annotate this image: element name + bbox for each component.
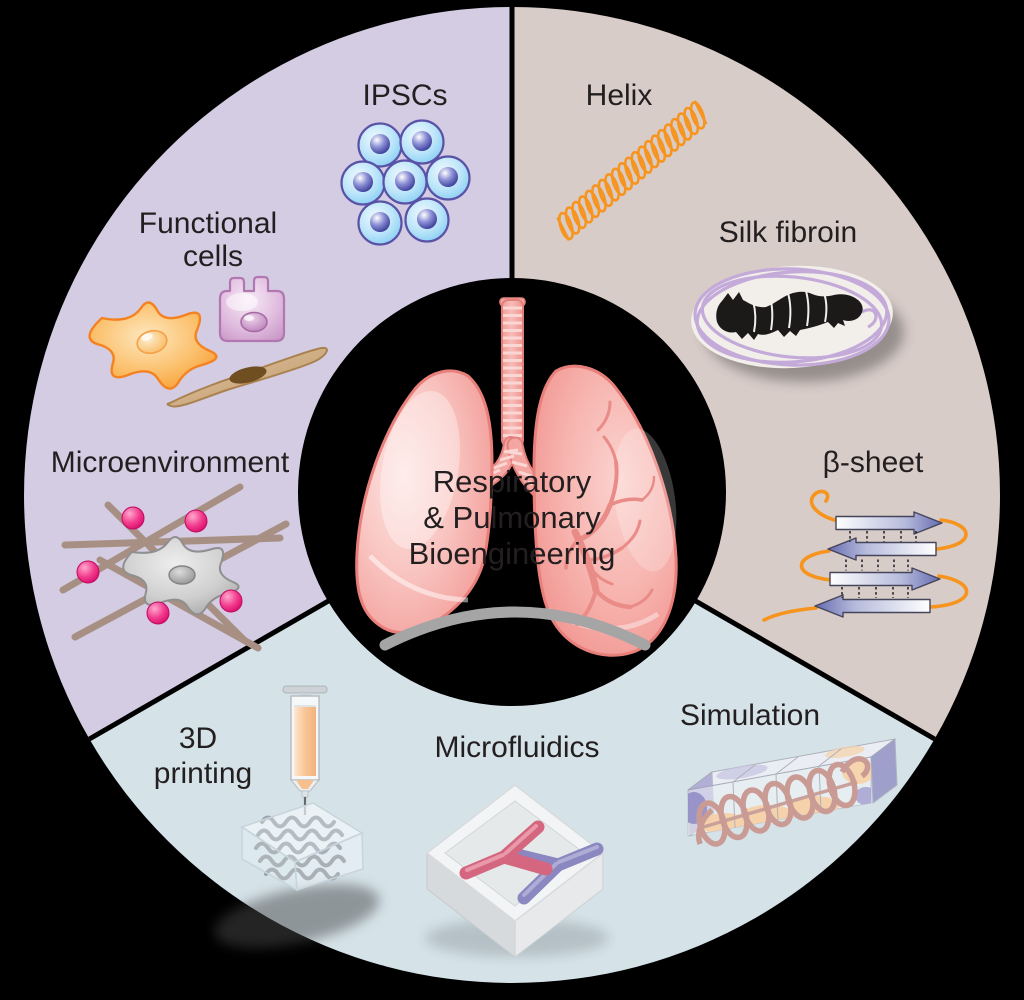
diaphragm-arc [379,606,651,651]
printing-label-line1: 3D [179,722,217,755]
mixer-coil [695,756,871,847]
silkworm-segments [752,290,828,333]
cocoon-silk-threads [693,267,891,367]
beta-sheet-loops [762,489,969,622]
ipscs-label: IPSCs [362,79,447,112]
scaffold-lattice [254,815,346,881]
trachea-rings [503,306,522,437]
sector-silk-materials-content: Helix Silk fibroin [547,79,969,622]
3d-printing-icon [214,685,380,948]
center-title-line2: & Pulmonary [423,500,601,535]
left-lung [355,369,494,635]
ipsc-cell [399,119,445,165]
beta-sheet-label: β-sheet [823,446,924,479]
ipsc-cell [357,200,403,246]
cfd-simulation-icon [687,738,898,847]
cube-shadow [214,884,380,948]
ipsc-cell [340,160,386,206]
sector-fabrication-content: 3D printing [154,685,898,959]
cube-edges [240,802,364,892]
astrocyte-cell-icon [88,301,218,390]
ecm-matrix-icon [59,483,290,652]
center-content: Respiratory & Pulmonary Bioengineering [355,297,678,657]
beta-strand-arrows [814,511,943,618]
signal-molecule-spheres [76,506,243,625]
printing-label-line2: printing [154,757,252,790]
left-lung-fissure [368,554,469,603]
helix-label: Helix [586,79,653,112]
epithelial-cell-icon [218,275,286,343]
ipsc-cell [425,155,471,201]
sector-cell-engineering-content: IPSCs Functional cells Microenvir [51,79,471,652]
center-title-line1: Respiratory [433,464,592,499]
silk-fibroin-label: Silk fibroin [719,216,857,249]
beta-sheet-icon [762,489,969,622]
microenvironment-label: Microenvironment [51,446,290,479]
functional-cells-label-line2: cells [183,240,243,273]
silkworm-cocoon-icon [691,265,904,382]
center-title-line3: Bioengineering [409,536,616,571]
bioprinter-syringe [282,685,328,815]
simulation-label: Simulation [680,699,820,732]
lungs-illustration [355,297,678,657]
chip-channels [459,820,604,905]
duct-section-lines [732,748,842,829]
printed-scaffold-cube [240,802,364,892]
bronchial-tree [564,400,656,626]
helix-coil-icon [547,96,717,245]
microfluidics-label: Microfluidics [434,731,599,764]
microfluidic-chip-icon [425,784,609,959]
mesenchymal-cell-icon [122,536,240,616]
functional-cells-label-line1: Functional [139,207,277,240]
ipsc-cell [404,197,450,243]
ipsc-cell [357,122,403,168]
ipscs-cell-cluster-icon [340,119,471,246]
smooth-muscle-cell-icon [166,346,328,408]
ipsc-cell [382,159,428,205]
